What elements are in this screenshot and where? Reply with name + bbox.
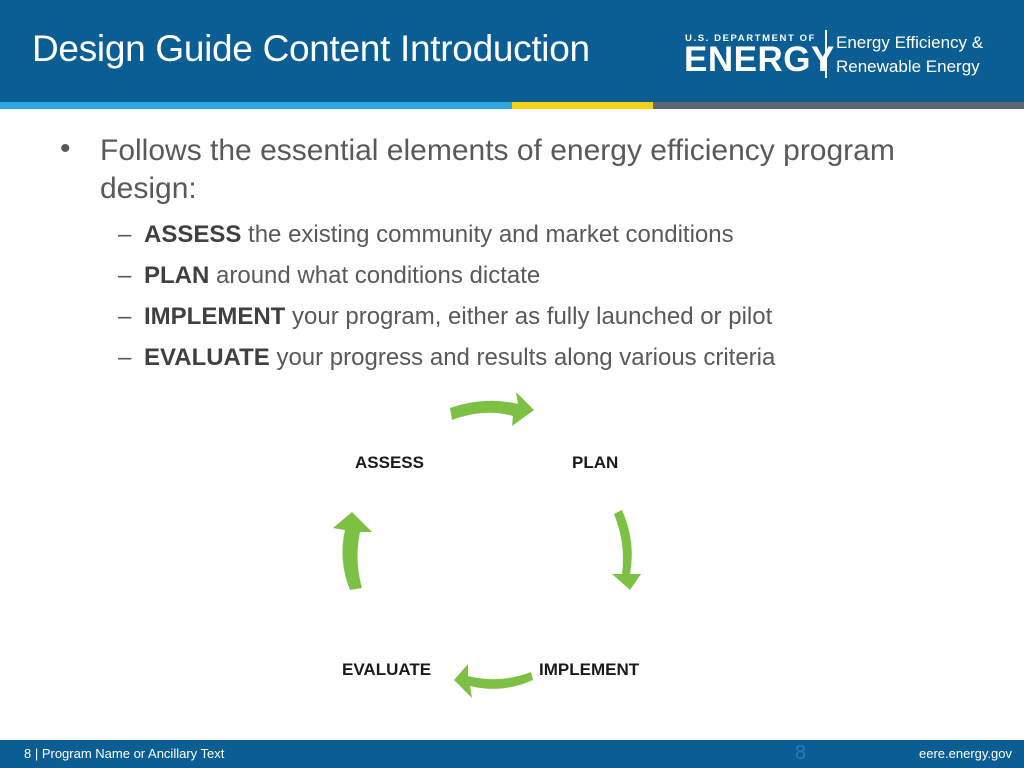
- dash-marker: –: [118, 221, 132, 248]
- arrow-right-icon: [450, 392, 534, 426]
- logo-department: U.S. DEPARTMENT OF: [685, 33, 817, 44]
- subitem-text: your program, either as fully launched o…: [285, 303, 773, 330]
- footer-page-number: 8: [795, 742, 807, 764]
- cycle-step-implement: IMPLEMENT: [539, 660, 640, 679]
- cycle-diagram: ASSESS PLAN IMPLEMENT EVALUATE: [300, 380, 700, 720]
- arrow-left-icon: [454, 664, 533, 698]
- logo-agency: ENERGY: [684, 40, 835, 79]
- subitem-keyword: EVALUATE: [144, 344, 270, 371]
- logo-divider: [825, 30, 827, 78]
- subitem-evaluate: –EVALUATE your progress and results alon…: [118, 344, 775, 372]
- subitem-implement: –IMPLEMENT your program, either as fully…: [118, 303, 772, 331]
- subitem-assess: –ASSESS the existing community and marke…: [118, 221, 734, 249]
- cycle-step-assess: ASSESS: [355, 453, 424, 472]
- slide-title: Design Guide Content Introduction: [32, 28, 590, 69]
- bullet-marker: •: [60, 132, 71, 165]
- logo-office-line2: Renewable Energy: [836, 57, 980, 76]
- bullet-text: Follows the essential elements of energy…: [100, 134, 895, 205]
- cycle-step-evaluate: EVALUATE: [342, 660, 432, 679]
- subitem-keyword: PLAN: [144, 262, 210, 289]
- accent-stripe-blue: [0, 102, 512, 109]
- dash-marker: –: [118, 344, 132, 371]
- dash-marker: –: [118, 303, 132, 330]
- arrow-up-icon: [333, 512, 372, 590]
- footer-bar: 8 | Program Name or Ancillary Text 8 eer…: [0, 740, 1024, 768]
- cycle-step-plan: PLAN: [572, 453, 619, 472]
- footer-website: eere.energy.gov: [919, 746, 1012, 761]
- logo-office-line1: Energy Efficiency &: [836, 33, 984, 52]
- arrow-down-icon: [612, 510, 641, 590]
- dash-marker: –: [118, 262, 132, 289]
- subitem-text: the existing community and market condit…: [241, 221, 734, 248]
- accent-stripe-gray: [653, 102, 1024, 109]
- header-bar: Design Guide Content Introduction U.S. D…: [0, 0, 1024, 102]
- subitem-text: your progress and results along various …: [269, 344, 776, 371]
- subitem-keyword: IMPLEMENT: [144, 303, 286, 330]
- accent-stripe-yellow: [512, 102, 653, 109]
- subitem-plan: –PLAN around what conditions dictate: [118, 262, 540, 290]
- subitem-keyword: ASSESS: [144, 221, 242, 248]
- footer-ancillary-text: 8 | Program Name or Ancillary Text: [24, 746, 225, 761]
- subitem-text: around what conditions dictate: [209, 262, 541, 289]
